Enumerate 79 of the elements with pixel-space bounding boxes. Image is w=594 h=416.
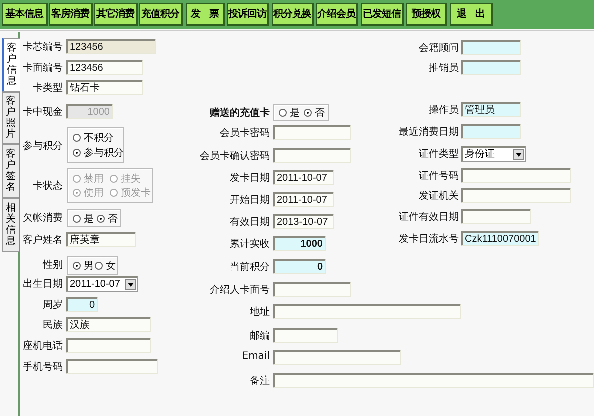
field-label: 最近消费日期: [399, 126, 459, 139]
input-field: Czk1110070001: [461, 231, 539, 246]
field-label: 证件类型: [419, 148, 459, 161]
side-tab: 客户信息: [2, 38, 20, 92]
field-label: 卡中现金: [23, 106, 63, 119]
radio-option: 男: [73, 259, 94, 273]
menu-button: 介绍会员: [316, 3, 358, 26]
field-label: 卡芯编号: [23, 40, 63, 54]
field-label: 座机电话: [23, 340, 63, 353]
field-label: 邮编: [250, 330, 270, 343]
field-label: 操作员: [429, 104, 459, 117]
input-field: 2011-10-07: [273, 192, 334, 207]
side-tab: 客户照片: [2, 92, 19, 144]
field-label: 开始日期: [230, 194, 270, 207]
field-label: 会员卡密码: [220, 126, 270, 140]
field-label: 民族: [43, 318, 63, 332]
menu-button: 已发短信: [361, 3, 404, 26]
radio-option: 否: [304, 106, 325, 120]
radio-option: 女: [95, 259, 116, 273]
radio-option: 预发卡: [110, 186, 151, 200]
field-label: 证件有效日期: [399, 210, 459, 224]
radio-option: 参与积分: [73, 146, 124, 160]
menu-button: 退 出: [450, 3, 493, 26]
field-label: 当前积分: [230, 260, 270, 274]
field-label: 证件号码: [419, 170, 459, 183]
input-field: 管理员: [461, 102, 521, 117]
field-label: 出生日期: [23, 278, 63, 291]
field-label: 有效日期: [230, 216, 270, 229]
field-label: 欠帐消费: [23, 212, 63, 225]
field-label: 周岁: [43, 298, 63, 312]
input-field: 唐英章: [66, 232, 136, 247]
field-label: 会籍顾问: [419, 42, 459, 55]
menu-button: 充值积分: [139, 3, 183, 26]
field-label: 会员卡确认密码: [200, 150, 270, 163]
menu-button: 客房消费: [49, 3, 93, 26]
menu-button: 发 票: [186, 3, 225, 26]
field-label: 发卡日期: [230, 172, 270, 185]
field-label: 卡面编号: [23, 62, 63, 75]
field-label: 发证机关: [419, 190, 459, 203]
input-field: 123456: [66, 60, 143, 75]
field-label: 客户姓名: [23, 234, 63, 247]
field-label: 赠送的充值卡: [210, 106, 270, 120]
menu-button: 其它消费: [94, 3, 138, 26]
input-field: 汉族: [66, 317, 151, 332]
menu-button: 预授权: [406, 3, 447, 26]
side-tab: 相关信息: [2, 198, 19, 252]
dropdown-select: 2011-10-07: [66, 276, 138, 292]
field-label: 备注: [250, 374, 270, 388]
field-label: Email: [242, 351, 270, 362]
radio-option: 禁用: [73, 172, 104, 186]
field-label: 参与积分: [23, 140, 63, 153]
side-tab: 客户签名: [2, 144, 19, 198]
input-field: 钻石卡: [66, 80, 143, 95]
input-field: 0: [273, 259, 326, 274]
field-label: 手机号码: [23, 360, 63, 374]
radio-option: 挂失: [110, 172, 141, 186]
field-label: 性别: [43, 258, 63, 272]
field-label: 卡状态: [33, 180, 63, 193]
radio-option: 否: [97, 212, 118, 226]
radio-option: 使用: [73, 186, 104, 200]
field-label: 卡类型: [33, 82, 63, 95]
field-label: 发卡日流水号: [399, 232, 459, 246]
input-field: 123456: [66, 39, 156, 54]
field-label: 推销员: [429, 62, 459, 75]
menu-button: 投诉回访: [227, 3, 269, 26]
radio-option: 不积分: [73, 131, 114, 145]
input-field: 2011-10-07: [273, 170, 334, 185]
dropdown-select: 身份证: [461, 146, 526, 162]
menu-button: 积分兑换: [272, 3, 314, 26]
input-field: 1000: [273, 236, 326, 251]
input-field: 1000: [66, 104, 113, 119]
field-label: 介绍人卡面号: [210, 284, 270, 297]
radio-option: 是: [73, 212, 94, 226]
radio-option: 是: [279, 106, 300, 120]
input-field: 2013-10-07: [273, 214, 334, 229]
field-label: 地址: [250, 306, 270, 319]
input-field: 0: [66, 297, 98, 312]
field-label: 累计实收: [230, 238, 270, 251]
menu-button: 基本信息: [2, 3, 48, 26]
